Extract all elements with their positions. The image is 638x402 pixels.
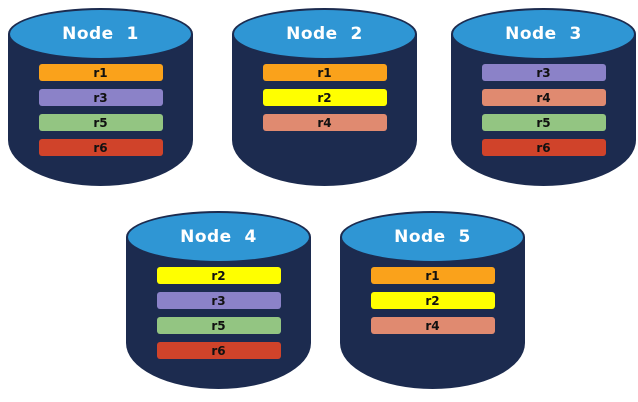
shard-list: r2 r3 r5 r6	[126, 267, 311, 359]
shard-bar-r5[interactable]: r5	[481, 114, 606, 131]
cylinder-top-ellipse	[232, 8, 417, 60]
shard-bar-r1[interactable]: r1	[262, 64, 387, 81]
shard-bar-r4[interactable]: r4	[370, 317, 495, 334]
shard-list: r3 r4 r5 r6	[451, 64, 636, 156]
shard-bar-r5[interactable]: r5	[38, 114, 163, 131]
shard-list: r1 r3 r5 r6	[8, 64, 193, 156]
shard-bar-r2[interactable]: r2	[156, 267, 281, 284]
shard-bar-r4[interactable]: r4	[481, 89, 606, 106]
shard-bar-r1[interactable]: r1	[38, 64, 163, 81]
shard-bar-r1[interactable]: r1	[370, 267, 495, 284]
cylinder-top-ellipse	[340, 211, 525, 263]
shard-list: r1 r2 r4	[340, 267, 525, 334]
shard-bar-r6[interactable]: r6	[38, 139, 163, 156]
cylinder-top-ellipse	[451, 8, 636, 60]
cylinder-top-ellipse	[8, 8, 193, 60]
cylinder-top-ellipse	[126, 211, 311, 263]
shard-bar-r6[interactable]: r6	[156, 342, 281, 359]
shard-bar-r3[interactable]: r3	[156, 292, 281, 309]
shard-list: r1 r2 r4	[232, 64, 417, 131]
shard-bar-r5[interactable]: r5	[156, 317, 281, 334]
shard-bar-r6[interactable]: r6	[481, 139, 606, 156]
shard-bar-r3[interactable]: r3	[481, 64, 606, 81]
shard-bar-r3[interactable]: r3	[38, 89, 163, 106]
shard-bar-r4[interactable]: r4	[262, 114, 387, 131]
shard-bar-r2[interactable]: r2	[370, 292, 495, 309]
shard-bar-r2[interactable]: r2	[262, 89, 387, 106]
